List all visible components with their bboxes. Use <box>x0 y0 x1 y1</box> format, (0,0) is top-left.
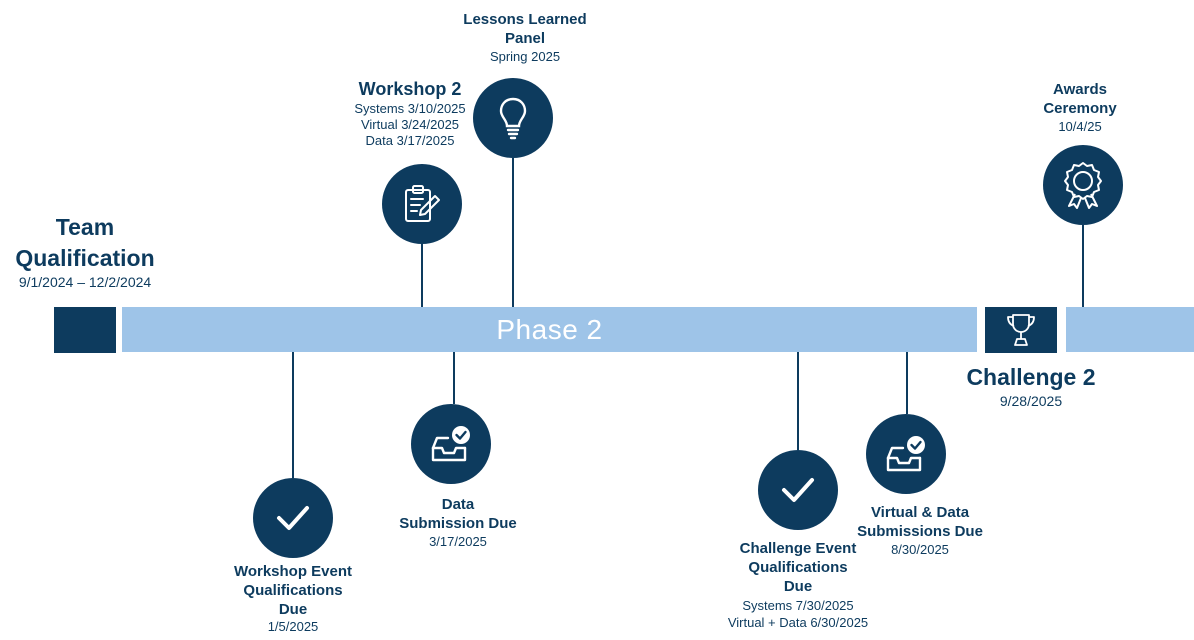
workshop-event-quals-label: Workshop Event Qualifications Due 1/5/20… <box>213 563 373 636</box>
checkmark-icon <box>277 506 309 530</box>
award-ribbon-icon <box>1064 162 1102 209</box>
lessons-learned-date: Spring 2025 <box>489 48 561 64</box>
inbox-check-icon <box>431 426 470 462</box>
workshop-2-line-3: Data 3/17/2025 <box>365 133 455 148</box>
challenge-event-quals-title-2: Qualifications <box>748 558 848 576</box>
workshop-event-quals-title-2: Qualifications <box>243 581 343 599</box>
data-submission-marker <box>411 404 491 484</box>
phase-2-bar <box>122 307 977 352</box>
workshop-2-line-2: Virtual 3/24/2025 <box>360 116 460 132</box>
challenge-event-quals-stem <box>797 352 799 450</box>
challenge-event-quals-line-1: Systems 7/30/2025 <box>742 598 854 614</box>
virtual-data-submissions-date: 8/30/2025 <box>891 541 949 557</box>
data-submission-date: 3/17/2025 <box>429 533 487 549</box>
workshop-2-label: Workshop 2 Systems 3/10/2025 Virtual 3/2… <box>330 78 490 149</box>
virtual-data-submissions-title-1: Virtual & Data <box>870 504 970 521</box>
challenge-2-block <box>985 307 1057 353</box>
clipboard-edit-icon <box>405 185 440 222</box>
team-qualification-title-1: Team <box>55 214 115 240</box>
team-qualification-dates: 9/1/2024 – 12/2/2024 <box>18 274 152 291</box>
trophy-icon <box>1007 314 1035 346</box>
workshop-2-marker <box>382 164 462 244</box>
workshop-2-title: Workshop 2 <box>358 79 462 99</box>
inbox-check-icon <box>886 436 925 472</box>
challenge-2-label: Challenge 2 9/28/2025 <box>956 362 1106 411</box>
team-qualification-label: Team Qualification 9/1/2024 – 12/2/2024 <box>0 212 170 292</box>
virtual-data-submissions-marker <box>866 414 946 494</box>
workshop-event-quals-title-3: Due <box>278 600 308 618</box>
lessons-learned-marker <box>473 78 553 158</box>
checkmark-icon <box>782 478 814 502</box>
team-qualification-block <box>54 307 116 353</box>
workshop-2-stem <box>421 244 423 307</box>
awards-date: 10/4/25 <box>1058 118 1102 134</box>
workshop-event-quals-marker <box>253 478 333 558</box>
workshop-event-quals-date: 1/5/2025 <box>267 619 319 635</box>
awards-label: Awards Ceremony 10/4/25 <box>1015 81 1145 135</box>
lessons-learned-stem <box>512 158 514 307</box>
awards-title-1: Awards <box>1053 81 1107 98</box>
challenge-event-quals-title-1: Challenge Event <box>739 540 857 557</box>
post-challenge-bar <box>1066 307 1194 352</box>
workshop-event-quals-title-1: Workshop Event <box>233 563 353 580</box>
data-submission-stem <box>453 352 455 404</box>
challenge-event-quals-marker <box>758 450 838 530</box>
workshop-2-line-1: Systems 3/10/2025 <box>354 100 466 116</box>
awards-marker <box>1043 145 1123 225</box>
challenge-2-date: 9/28/2025 <box>999 393 1063 410</box>
lightbulb-icon <box>499 97 527 140</box>
workshop-event-quals-stem <box>292 352 294 478</box>
data-submission-label: Data Submission Due 3/17/2025 <box>378 496 538 550</box>
virtual-data-submissions-label: Virtual & Data Submissions Due 8/30/2025 <box>840 504 1000 558</box>
virtual-data-submissions-stem <box>906 352 908 414</box>
lessons-learned-label: Lessons Learned Panel Spring 2025 <box>440 11 610 65</box>
data-submission-title-2: Submission Due <box>399 514 517 532</box>
phase-2-label: Phase 2 <box>496 313 603 345</box>
virtual-data-submissions-title-2: Submissions Due <box>857 522 983 540</box>
lessons-learned-title-1: Lessons Learned <box>463 11 587 28</box>
awards-title-2: Ceremony <box>1043 99 1117 117</box>
team-qualification-title-2: Qualification <box>15 245 155 272</box>
challenge-event-quals-title-3: Due <box>783 577 813 595</box>
challenge-2-title: Challenge 2 <box>966 364 1096 390</box>
challenge-event-quals-line-2: Virtual + Data 6/30/2025 <box>727 614 869 630</box>
challenge-event-quals-label: Challenge Event Qualifications Due Syste… <box>708 540 888 631</box>
data-submission-title-1: Data <box>441 496 475 513</box>
awards-stem <box>1082 225 1084 307</box>
lessons-learned-title-2: Panel <box>504 29 546 47</box>
